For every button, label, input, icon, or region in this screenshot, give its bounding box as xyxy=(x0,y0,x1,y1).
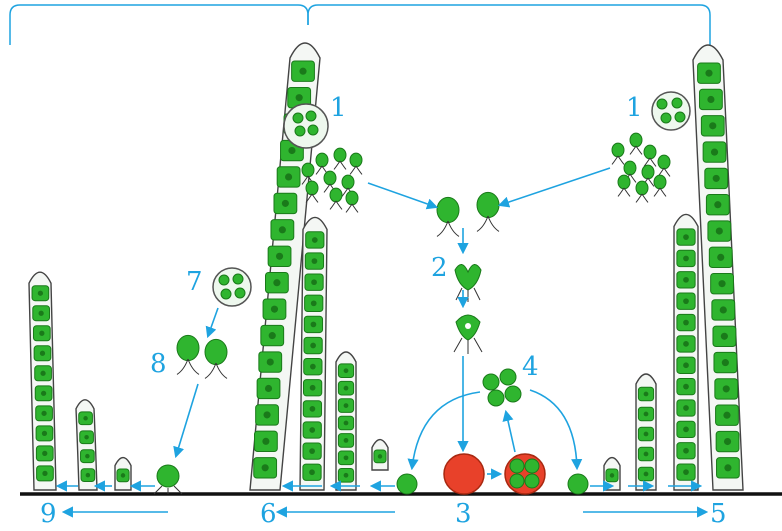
label-7: 7 xyxy=(186,267,203,297)
label-1-right: 1 xyxy=(626,93,643,123)
gametes xyxy=(176,132,671,379)
filament-8 xyxy=(603,456,621,491)
filament-11 xyxy=(692,44,744,491)
gamete xyxy=(653,174,667,197)
zoosporangium-left xyxy=(283,103,329,149)
zygote xyxy=(443,453,485,495)
label-9: 9 xyxy=(40,499,57,529)
filament-9 xyxy=(635,373,657,491)
label-5: 5 xyxy=(710,499,727,529)
zoosporangium-right xyxy=(651,91,691,131)
gamete xyxy=(476,191,500,232)
label-4: 4 xyxy=(522,352,539,382)
filament-7 xyxy=(371,438,389,471)
filament-1 xyxy=(28,271,57,491)
gamete xyxy=(635,180,649,203)
gamete xyxy=(611,142,625,165)
gamete xyxy=(617,174,631,197)
arrows xyxy=(55,167,709,518)
settled-zoospore xyxy=(153,464,183,495)
gamete xyxy=(657,154,671,177)
gamete xyxy=(436,196,460,237)
spore-germling-left xyxy=(396,473,418,495)
gamete xyxy=(333,147,347,170)
gamete-fusion xyxy=(453,264,483,354)
bracket-right xyxy=(307,4,711,45)
zoosporangium-7 xyxy=(212,267,252,307)
label-1-left: 1 xyxy=(330,93,347,123)
spore-germling-right xyxy=(567,473,589,495)
label-2: 2 xyxy=(431,253,448,283)
label-8: 8 xyxy=(150,349,167,379)
meiospores xyxy=(482,368,522,407)
gamete xyxy=(176,334,200,375)
gamete xyxy=(643,144,657,167)
germinating-zygote xyxy=(504,453,546,495)
filament-3 xyxy=(114,456,132,491)
gamete xyxy=(345,190,359,213)
gamete xyxy=(349,152,363,175)
gamete xyxy=(305,180,319,203)
bracket-left xyxy=(9,4,309,45)
gamete xyxy=(315,152,329,175)
filament-6 xyxy=(335,351,357,491)
gamete xyxy=(329,187,343,210)
label-3: 3 xyxy=(455,499,472,529)
gamete xyxy=(629,132,643,155)
filament-10 xyxy=(673,213,699,491)
filament-5 xyxy=(299,216,328,491)
filament-2 xyxy=(75,399,98,491)
label-6: 6 xyxy=(260,499,277,529)
gamete xyxy=(204,338,228,379)
